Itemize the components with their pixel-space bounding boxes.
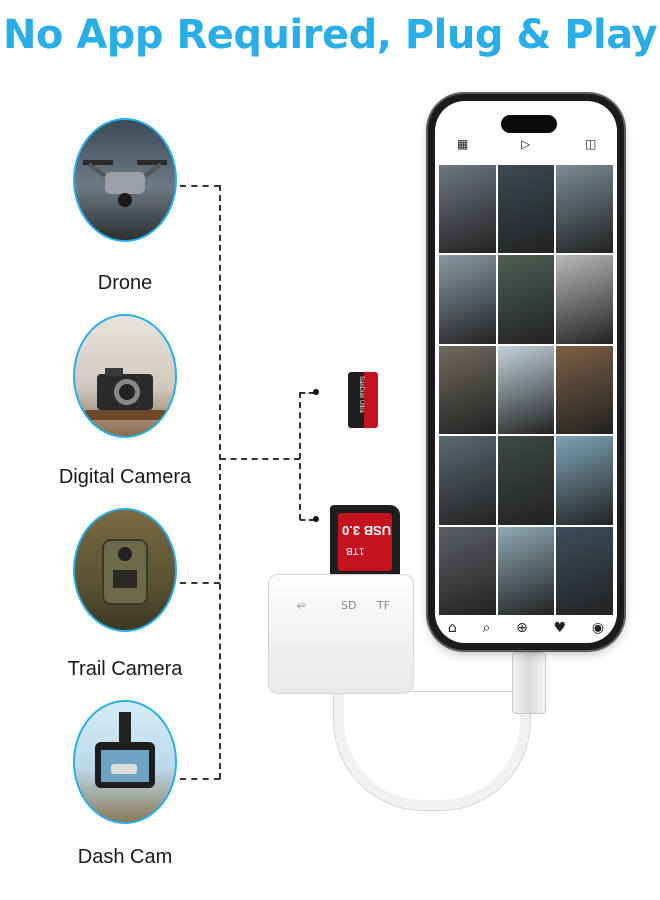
photo-thumbnail[interactable] bbox=[497, 255, 555, 344]
device-trail-camera: Trail Camera bbox=[68, 508, 182, 680]
device-label: Dash Cam bbox=[77, 846, 173, 868]
tab-bar: ⌂ ⌕ ⊕ ♥ ◉ bbox=[435, 613, 617, 643]
cable bbox=[334, 692, 530, 810]
photo-thumbnail[interactable] bbox=[556, 436, 613, 525]
sd-card-size: 1TB bbox=[346, 545, 365, 556]
profile-icon[interactable]: ◫ bbox=[585, 137, 597, 151]
connector-dot bbox=[313, 389, 319, 395]
camera-icon bbox=[73, 314, 177, 438]
search-icon[interactable]: ⌕ bbox=[482, 620, 491, 636]
device-digital-camera: Digital Camera bbox=[59, 314, 191, 488]
photo-thumbnail[interactable] bbox=[556, 255, 613, 344]
connector-line bbox=[180, 185, 220, 187]
phone-screen: ▦ ▷ ◫ ⌂ ⌕ ⊕ ♥ ◉ bbox=[435, 101, 617, 643]
micro-sd-brand: SanDisk Ultra bbox=[358, 376, 364, 413]
usb-c-plug bbox=[512, 652, 546, 714]
photo-grid bbox=[439, 165, 613, 615]
dash-cam-icon bbox=[73, 700, 177, 824]
photo-thumbnail[interactable] bbox=[556, 526, 613, 615]
connector-dot bbox=[313, 516, 319, 522]
device-label: Drone bbox=[97, 272, 153, 294]
headline: No App Required, Plug & Play bbox=[2, 12, 658, 58]
device-label: Digital Camera bbox=[58, 466, 192, 488]
heart-icon[interactable]: ♥ bbox=[553, 620, 567, 636]
sd-slot-icon: SD bbox=[341, 599, 357, 612]
sd-card-text: USB 3.0 bbox=[342, 523, 392, 538]
photo-thumbnail[interactable] bbox=[497, 345, 555, 435]
connector-line bbox=[300, 392, 314, 394]
usb-icon: ⭉ bbox=[297, 599, 306, 612]
device-dash-cam: Dash Cam bbox=[70, 700, 180, 868]
play-icon[interactable]: ▷ bbox=[521, 137, 531, 151]
sd-card-label bbox=[338, 513, 392, 571]
photo-thumbnail[interactable] bbox=[497, 526, 555, 615]
photo-thumbnail[interactable] bbox=[439, 436, 496, 525]
trail-camera-icon bbox=[73, 508, 177, 632]
account-icon[interactable]: ◉ bbox=[591, 620, 605, 636]
drone-icon bbox=[73, 118, 177, 242]
connector-line bbox=[299, 392, 301, 520]
photo-thumbnail[interactable] bbox=[556, 165, 613, 254]
connector-line bbox=[219, 185, 221, 779]
dynamic-island bbox=[501, 115, 557, 133]
photo-thumbnail[interactable] bbox=[439, 526, 496, 615]
photo-thumbnail[interactable] bbox=[439, 345, 496, 435]
micro-sd-label bbox=[364, 372, 378, 428]
photo-thumbnail[interactable] bbox=[497, 165, 555, 254]
grid-icon[interactable]: ▦ bbox=[457, 137, 469, 151]
tf-slot-icon: TF bbox=[377, 599, 391, 612]
photo-thumbnail[interactable] bbox=[439, 165, 496, 254]
device-label: Trail Camera bbox=[67, 658, 183, 680]
connector-line bbox=[300, 519, 314, 521]
home-icon[interactable]: ⌂ bbox=[447, 620, 457, 636]
gallery-top-bar: ▦ ▷ ◫ bbox=[435, 137, 617, 159]
connector-line bbox=[220, 458, 300, 460]
card-reader-adapter: ⭉ SD TF bbox=[268, 574, 414, 694]
photo-thumbnail[interactable] bbox=[497, 436, 555, 525]
photo-thumbnail[interactable] bbox=[439, 255, 496, 344]
connector-line bbox=[180, 778, 220, 780]
micro-sd-card: SanDisk Ultra bbox=[348, 372, 378, 428]
connector-line bbox=[180, 582, 220, 584]
sd-card: USB 3.0 1TB bbox=[330, 505, 400, 577]
add-icon[interactable]: ⊕ bbox=[516, 620, 528, 636]
photo-thumbnail[interactable] bbox=[556, 345, 613, 435]
phone: ▦ ▷ ◫ ⌂ ⌕ ⊕ ♥ ◉ bbox=[428, 94, 624, 650]
device-drone: Drone bbox=[70, 118, 180, 294]
